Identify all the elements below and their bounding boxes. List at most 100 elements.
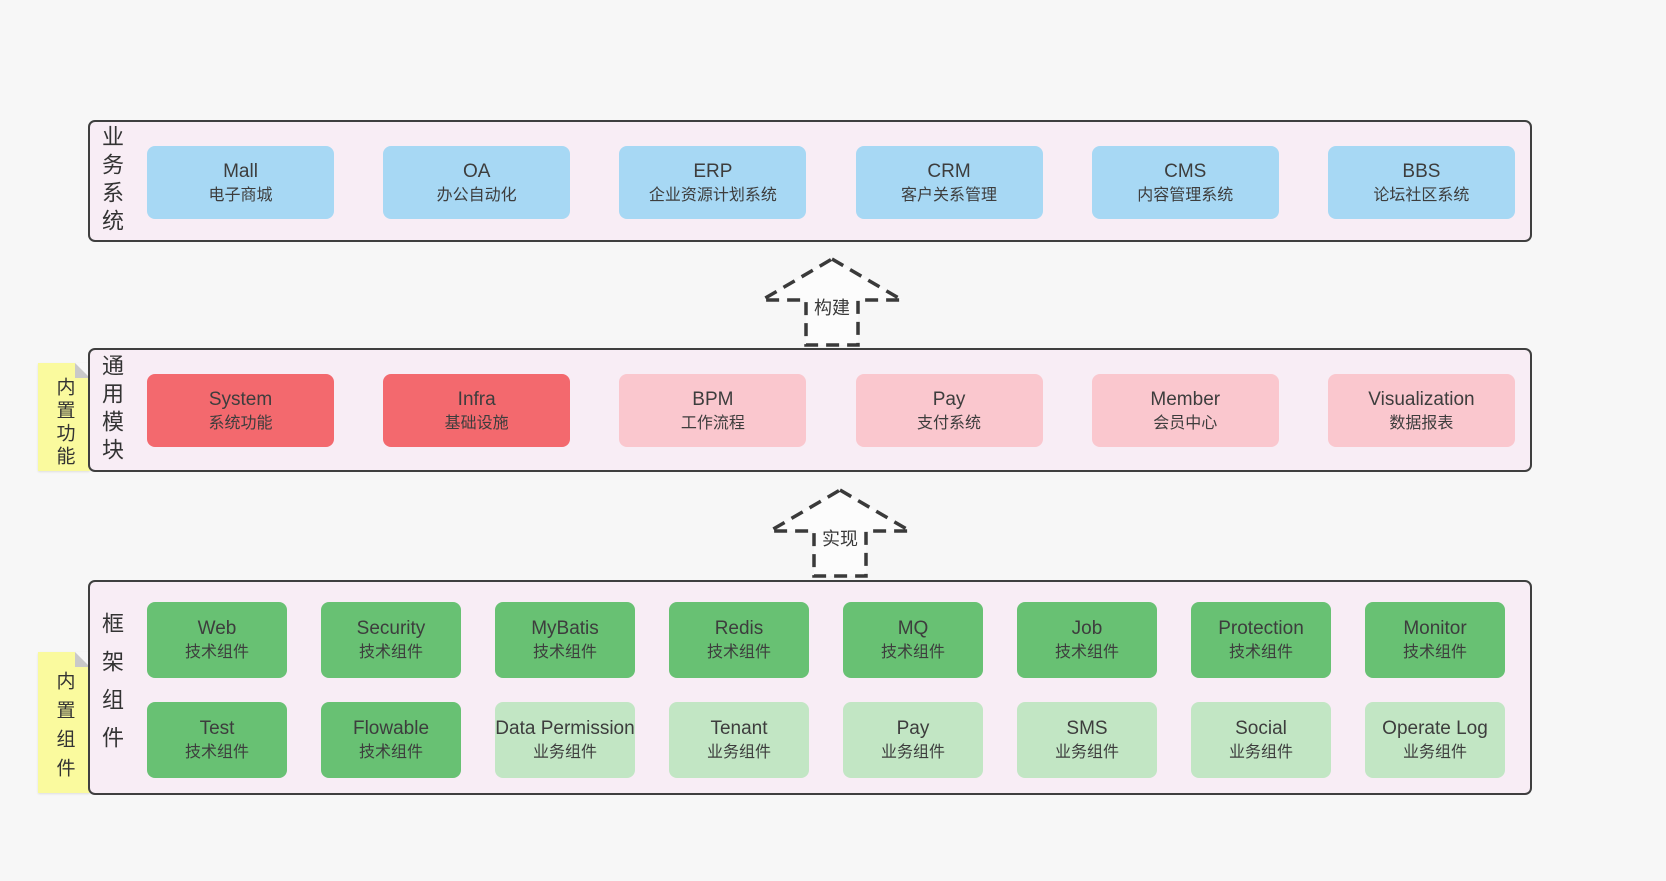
box-crm: CRM 客户关系管理	[855, 146, 1043, 219]
box-name-label: MyBatis	[531, 618, 599, 639]
box-web: Web 技术组件	[147, 602, 287, 678]
box-test: Test 技术组件	[147, 702, 287, 778]
box-desc-label: 论坛社区系统	[1373, 186, 1470, 204]
box-desc-label: 办公自动化	[436, 186, 517, 204]
box-desc-label: 技术组件	[1054, 644, 1119, 661]
box-desc-label: 系统功能	[208, 414, 273, 432]
box-desc-label: 技术组件	[358, 744, 423, 761]
layer-framework-components: 框架组件 Web 技术组件 Security 技术组件 MyBatis 技术组件…	[88, 580, 1532, 795]
business-box-row: Mall 电子商城 OA 办公自动化 ERP 企业资源计划系统 CRM 客户关系…	[147, 146, 1515, 219]
box-desc-label: 技术组件	[184, 744, 249, 761]
box-desc-label: 技术组件	[358, 644, 423, 661]
arrow-build: 构建	[752, 256, 912, 348]
box-desc-label: 技术组件	[184, 644, 249, 661]
box-desc-label: 技术组件	[706, 644, 771, 661]
box-name-label: Test	[199, 718, 235, 739]
box-name-label: Protection	[1218, 618, 1304, 639]
box-mq: MQ 技术组件	[843, 602, 983, 678]
box-desc-label: 业务组件	[706, 744, 771, 761]
box-social: Social 业务组件	[1191, 702, 1331, 778]
box-name-label: SMS	[1066, 718, 1108, 739]
box-erp: ERP 企业资源计划系统	[619, 146, 807, 219]
box-desc-label: 业务组件	[1228, 744, 1293, 761]
box-name-label: Pay	[932, 388, 966, 410]
box-sms: SMS 业务组件	[1017, 702, 1157, 778]
arrow-build-label: 构建	[811, 294, 853, 320]
box-desc-label: 业务组件	[532, 744, 597, 761]
box-bbs: BBS 论坛社区系统	[1327, 146, 1515, 219]
box-desc-label: 业务组件	[1054, 744, 1119, 761]
box-visualization: Visualization 数据报表	[1327, 374, 1515, 447]
box-desc-label: 工作流程	[680, 414, 745, 432]
layer-label-modules: 通用模块	[99, 354, 124, 466]
box-desc-label: 技术组件	[1402, 644, 1467, 661]
box-name-label: BBS	[1402, 160, 1441, 182]
box-name-label: CRM	[927, 160, 971, 182]
box-desc-label: 技术组件	[880, 644, 945, 661]
box-pay-module: Pay 支付系统	[855, 374, 1043, 447]
box-desc-label: 业务组件	[1402, 744, 1467, 761]
box-name-label: OA	[462, 160, 491, 182]
box-name-label: CMS	[1164, 160, 1207, 182]
box-name-label: Job	[1071, 618, 1103, 639]
box-tenant: Tenant 业务组件	[669, 702, 809, 778]
layer-business-systems: 业务系统 Mall 电子商城 OA 办公自动化 ERP 企业资源计划系统 CRM…	[88, 120, 1532, 242]
box-system: System 系统功能	[147, 374, 334, 447]
box-name-label: ERP	[693, 160, 733, 182]
box-security: Security 技术组件	[321, 602, 461, 678]
box-name-label: Mall	[223, 160, 258, 182]
box-name-label: Monitor	[1403, 618, 1467, 639]
box-desc-label: 会员中心	[1153, 414, 1218, 432]
sticky-note-built-in-features: 内置功能	[38, 363, 90, 471]
box-name-label: Tenant	[710, 718, 768, 739]
layer-common-modules: 通用模块 System 系统功能 Infra 基础设施 BPM 工作流程 Pay…	[88, 348, 1532, 472]
box-name-label: BPM	[692, 388, 734, 410]
box-desc-label: 数据报表	[1389, 414, 1454, 432]
components-row-2: Test 技术组件 Flowable 技术组件 Data Permission …	[147, 702, 1505, 778]
box-job: Job 技术组件	[1017, 602, 1157, 678]
box-name-label: Member	[1150, 388, 1221, 410]
arrow-implement-label: 实现	[819, 525, 861, 551]
sticky-note-built-in-components: 内置组件	[38, 652, 90, 793]
box-desc-label: 内容管理系统	[1137, 186, 1234, 204]
box-desc-label: 基础设施	[444, 414, 509, 432]
box-name-label: Redis	[714, 618, 764, 639]
box-bpm: BPM 工作流程	[619, 374, 807, 447]
box-name-label: Flowable	[352, 718, 430, 739]
box-name-label: Web	[197, 618, 237, 639]
sticky-note-label: 内置组件	[53, 670, 75, 787]
layer-label-business: 业务系统	[99, 125, 124, 237]
box-name-label: Infra	[457, 388, 496, 410]
box-data-permission: Data Permission 业务组件	[495, 702, 635, 778]
box-redis: Redis 技术组件	[669, 602, 809, 678]
box-name-label: System	[208, 388, 273, 410]
box-pay-component: Pay 业务组件	[843, 702, 983, 778]
arrow-implement: 实现	[760, 487, 920, 579]
box-desc-label: 业务组件	[880, 744, 945, 761]
box-name-label: Operate Log	[1382, 718, 1488, 739]
box-name-label: Visualization	[1368, 388, 1475, 410]
box-cms: CMS 内容管理系统	[1091, 146, 1279, 219]
box-mall: Mall 电子商城	[147, 146, 334, 219]
box-flowable: Flowable 技术组件	[321, 702, 461, 778]
box-name-label: Data Permission	[495, 718, 635, 739]
box-protection: Protection 技术组件	[1191, 602, 1331, 678]
layer-label-components: 框架组件	[99, 611, 124, 764]
box-desc-label: 技术组件	[532, 644, 597, 661]
box-desc-label: 企业资源计划系统	[648, 186, 777, 204]
box-name-label: MQ	[897, 618, 929, 639]
box-member: Member 会员中心	[1091, 374, 1279, 447]
box-name-label: Security	[356, 618, 426, 639]
box-desc-label: 技术组件	[1228, 644, 1293, 661]
modules-box-row: System 系统功能 Infra 基础设施 BPM 工作流程 Pay 支付系统…	[147, 374, 1515, 447]
box-monitor: Monitor 技术组件	[1365, 602, 1505, 678]
box-name-label: Pay	[896, 718, 930, 739]
components-row-1: Web 技术组件 Security 技术组件 MyBatis 技术组件 Redi…	[147, 602, 1505, 678]
box-desc-label: 支付系统	[917, 414, 982, 432]
box-desc-label: 电子商城	[208, 186, 273, 204]
box-oa: OA 办公自动化	[383, 146, 571, 219]
sticky-note-label: 内置功能	[53, 377, 75, 469]
box-mybatis: MyBatis 技术组件	[495, 602, 635, 678]
box-name-label: Social	[1235, 718, 1287, 739]
